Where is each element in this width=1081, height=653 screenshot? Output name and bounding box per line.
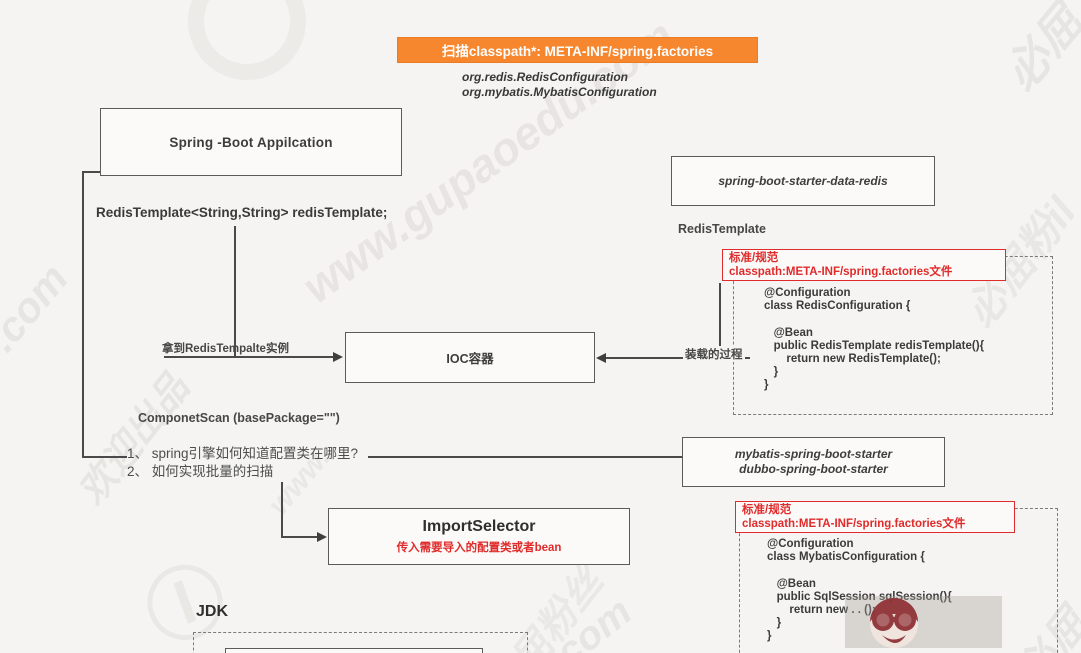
factories-entry-redis: org.redis.RedisConfiguration xyxy=(462,70,629,84)
spring-boot-application-label: Spring -Boot Appilcation xyxy=(169,134,333,150)
jdk-label: JDK xyxy=(196,603,229,620)
spec-note-redis: 标准/规范 classpath:META-INF/spring.factorie… xyxy=(722,249,1006,281)
component-scan-label: ComponetScan (basePackage="") xyxy=(138,411,340,425)
arrow-get-instance-line xyxy=(164,356,334,358)
dubbo-starter-label: dubbo-spring-boot-starter xyxy=(739,462,888,476)
arrowhead-into-ioc-left xyxy=(333,352,343,362)
watermark-top-right: 必屈， xyxy=(993,0,1081,100)
load-process-label: 装载的过程 xyxy=(683,346,745,362)
watermark-bottom-com: com xyxy=(548,589,640,653)
gupao-logo-icon xyxy=(870,598,918,648)
mybatis-starter-box: mybatis-spring-boot-starter dubbo-spring… xyxy=(682,437,945,487)
spec-note-redis-line1: 标准/规范 xyxy=(729,252,779,264)
ioc-container-label: IOC容器 xyxy=(446,352,494,366)
import-selector-subtitle: 传入需要导入的配置类或者bean xyxy=(396,542,562,554)
connector-q1-to-mybatis xyxy=(368,456,682,458)
watermark-ring xyxy=(188,0,306,80)
redis-template-declaration: RedisTemplate<String,String> redisTempla… xyxy=(96,205,388,220)
spec-note-mybatis: 标准/规范 classpath:META-INF/spring.factorie… xyxy=(735,501,1015,533)
connector-springbox-left xyxy=(82,171,101,173)
arrowhead-into-ioc-right xyxy=(596,353,606,363)
watermark-left-com: .com xyxy=(0,254,78,361)
spec-note-mybatis-line2: classpath:META-INF/spring.factories文件 xyxy=(742,518,966,530)
redis-template-label: RedisTemplate xyxy=(678,222,766,236)
get-instance-label: 拿到RedisTempalte实例 xyxy=(162,343,289,355)
question-list: 1、 spring引擎如何知道配置类在哪里? 2、 如何实现批量的扫描 xyxy=(127,445,358,481)
connector-decl-down xyxy=(234,226,236,357)
mybatis-starter-label: mybatis-spring-boot-starter xyxy=(734,447,893,461)
jdk-dashed-box xyxy=(193,632,528,653)
arrow-load-process-line xyxy=(606,357,750,359)
connector-redbox1-down xyxy=(719,283,721,358)
spec-note-redis-line2: classpath:META-INF/spring.factories文件 xyxy=(729,266,953,278)
jdk-inner-box xyxy=(225,648,483,653)
spring-boot-application-box: Spring -Boot Appilcation xyxy=(100,108,402,176)
redis-starter-box: spring-boot-starter-data-redis xyxy=(671,156,935,206)
factories-entries: org.redis.RedisConfiguration org.mybatis… xyxy=(462,70,657,100)
redis-configuration-code: @Configuration class RedisConfiguration … xyxy=(764,287,985,392)
mybatis-configuration-code: @Configuration class MybatisConfiguratio… xyxy=(767,538,952,643)
import-selector-box: ImportSelector 传入需要导入的配置类或者bean xyxy=(328,508,630,565)
question-2: 2、 如何实现批量的扫描 xyxy=(127,464,274,479)
arrowhead-into-importselector xyxy=(317,532,327,542)
factories-entry-mybatis: org.mybatis.MybatisConfiguration xyxy=(462,85,657,99)
scan-banner: 扫描classpath*: META-INF/spring.factories xyxy=(397,37,758,63)
import-selector-title: ImportSelector xyxy=(422,518,536,535)
scan-banner-label: 扫描classpath*: META-INF/spring.factories xyxy=(441,44,714,59)
connector-left-to-q1 xyxy=(82,456,127,458)
question-1: 1、 spring引擎如何知道配置类在哪里? xyxy=(127,446,359,461)
connector-left-vertical xyxy=(82,171,84,458)
spec-note-mybatis-line1: 标准/规范 xyxy=(742,504,792,516)
arrow-importselector-line xyxy=(281,536,319,538)
connector-q2-down xyxy=(281,482,283,537)
redis-starter-label: spring-boot-starter-data-redis xyxy=(718,173,888,188)
ioc-container-box: IOC容器 xyxy=(345,332,595,383)
